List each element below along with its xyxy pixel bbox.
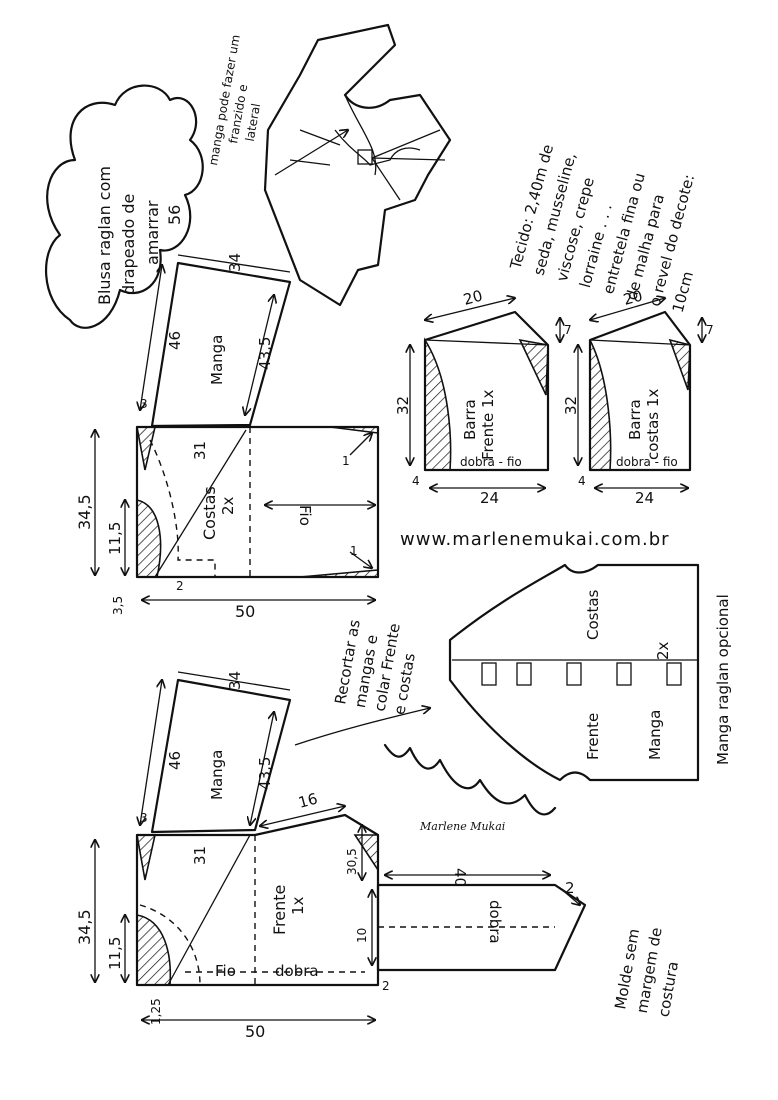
back-band-side: 32	[562, 396, 580, 415]
back-dim-sleeve-top: 34	[226, 253, 244, 272]
opt-sleeve: Manga	[646, 710, 664, 760]
front-band-sub: Frente 1x	[479, 389, 497, 460]
front-band-label: Barra	[461, 399, 479, 440]
back-piece-label: Costas	[200, 486, 219, 540]
front-band-right: 7	[564, 323, 572, 337]
back-dim-1b: 1	[350, 544, 358, 558]
signature: Marlene Mukai	[383, 743, 557, 833]
front-dim-drape-top: 16	[296, 790, 319, 812]
tie-outline	[376, 883, 587, 972]
opt-front: Frente	[584, 713, 602, 760]
front-band-corner: 4	[412, 474, 420, 488]
front-dim-125: 1,25	[149, 998, 163, 1025]
sketch-note-line3: lateral	[243, 102, 263, 142]
title-number: 56	[165, 205, 184, 225]
back-dim-2: 2	[176, 579, 184, 593]
front-fold: dobra	[275, 962, 319, 980]
back-dim-sleeve-left: 46	[166, 331, 184, 350]
title-line2: drapeado de	[119, 194, 138, 295]
back-body-outline	[135, 425, 380, 579]
back-dim-sleeve-right: 43,5	[256, 337, 274, 370]
back-band-fold: dobra - fio	[616, 455, 678, 469]
front-band-bottom: 24	[480, 489, 499, 507]
back-band: Barra costas 1x dobra - fio 20 32 7 24 4	[562, 287, 714, 507]
front-dim-sleeve-top: 34	[226, 671, 244, 690]
fabric-line-7: 10cm	[669, 269, 697, 314]
front-dim-sleeve-right: 43,5	[256, 757, 274, 790]
back-pattern: Costas 2x Fio Manga 34,5 11,5 50 31 46 4…	[75, 253, 380, 621]
back-band-sub: costas 1x	[644, 389, 662, 460]
back-band-top: 20	[621, 287, 644, 309]
front-pattern: Frente 1x Fio dobra Manga 34,5 11,5 50 3…	[75, 671, 587, 1041]
title-cloud: Blusa raglan com drapeado de amarrar 56	[44, 84, 204, 329]
back-piece-count: 2x	[219, 496, 237, 515]
back-band-bottom: 24	[635, 489, 654, 507]
front-body-outline	[135, 813, 380, 987]
front-band-top: 20	[461, 287, 484, 309]
back-band-right: 7	[706, 323, 714, 337]
front-dim-drape-side: 30,5	[345, 848, 359, 875]
title-line1: Blusa raglan com	[95, 166, 114, 305]
garment-sketch: manga pode fazer um franzido e lateral	[206, 23, 452, 307]
front-dim-width: 50	[245, 1022, 265, 1041]
fabric-note: Tecido: 2,40m de seda, musseline, viscos…	[506, 142, 698, 314]
back-dim-3: 3	[140, 397, 148, 411]
title-line3: amarrar	[143, 200, 162, 265]
tie-length: 40	[451, 868, 469, 887]
tie-fold: dobra	[486, 900, 504, 944]
back-grain: Fio	[296, 505, 314, 526]
back-sleeve-label: Manga	[208, 335, 226, 385]
front-band-fold: dobra - fio	[460, 455, 522, 469]
website-url: www.marlenemukai.com.br	[400, 529, 670, 550]
back-band-label: Barra	[626, 399, 644, 440]
opt-back: Costas	[584, 589, 602, 640]
opt-title: Manga raglan opcional	[714, 594, 732, 765]
front-grain: Fio	[215, 962, 236, 980]
front-dim-3: 3	[140, 811, 148, 825]
back-dim-neck: 11,5	[106, 522, 124, 555]
back-dim-width: 50	[235, 602, 255, 621]
back-dim-raglan: 31	[191, 441, 209, 460]
optional-raglan: Costas 2x Frente Manga Manga raglan opci…	[448, 563, 732, 782]
front-band-side: 32	[394, 396, 412, 415]
front-sleeve-label: Manga	[208, 750, 226, 800]
front-band: Barra Frente 1x dobra - fio 20 32 7 24 4	[394, 287, 572, 507]
front-dim-raglan: 31	[191, 846, 209, 865]
front-dim-sleeve-left: 46	[166, 751, 184, 770]
front-piece-label: Frente	[270, 885, 289, 935]
back-dim-height: 34,5	[75, 494, 94, 530]
back-dim-1a: 1	[342, 454, 350, 468]
back-dim-35: 3,5	[111, 596, 125, 615]
seam-note: Molde sem margem de costura	[611, 926, 682, 1018]
signature-text: Marlene Mukai	[419, 820, 505, 833]
front-piece-count: 1x	[289, 896, 307, 915]
front-dim-height: 34,5	[75, 909, 94, 945]
tie-end: 2	[565, 879, 575, 897]
opt-back-count: 2x	[654, 641, 672, 660]
front-dim-neck: 11,5	[106, 937, 124, 970]
back-band-corner: 4	[578, 474, 586, 488]
front-dim-drape-inner: 10	[355, 928, 369, 943]
cut-note: Recortar as mangas e colar Frente e cost…	[331, 618, 419, 716]
front-dim-2: 2	[382, 979, 390, 993]
